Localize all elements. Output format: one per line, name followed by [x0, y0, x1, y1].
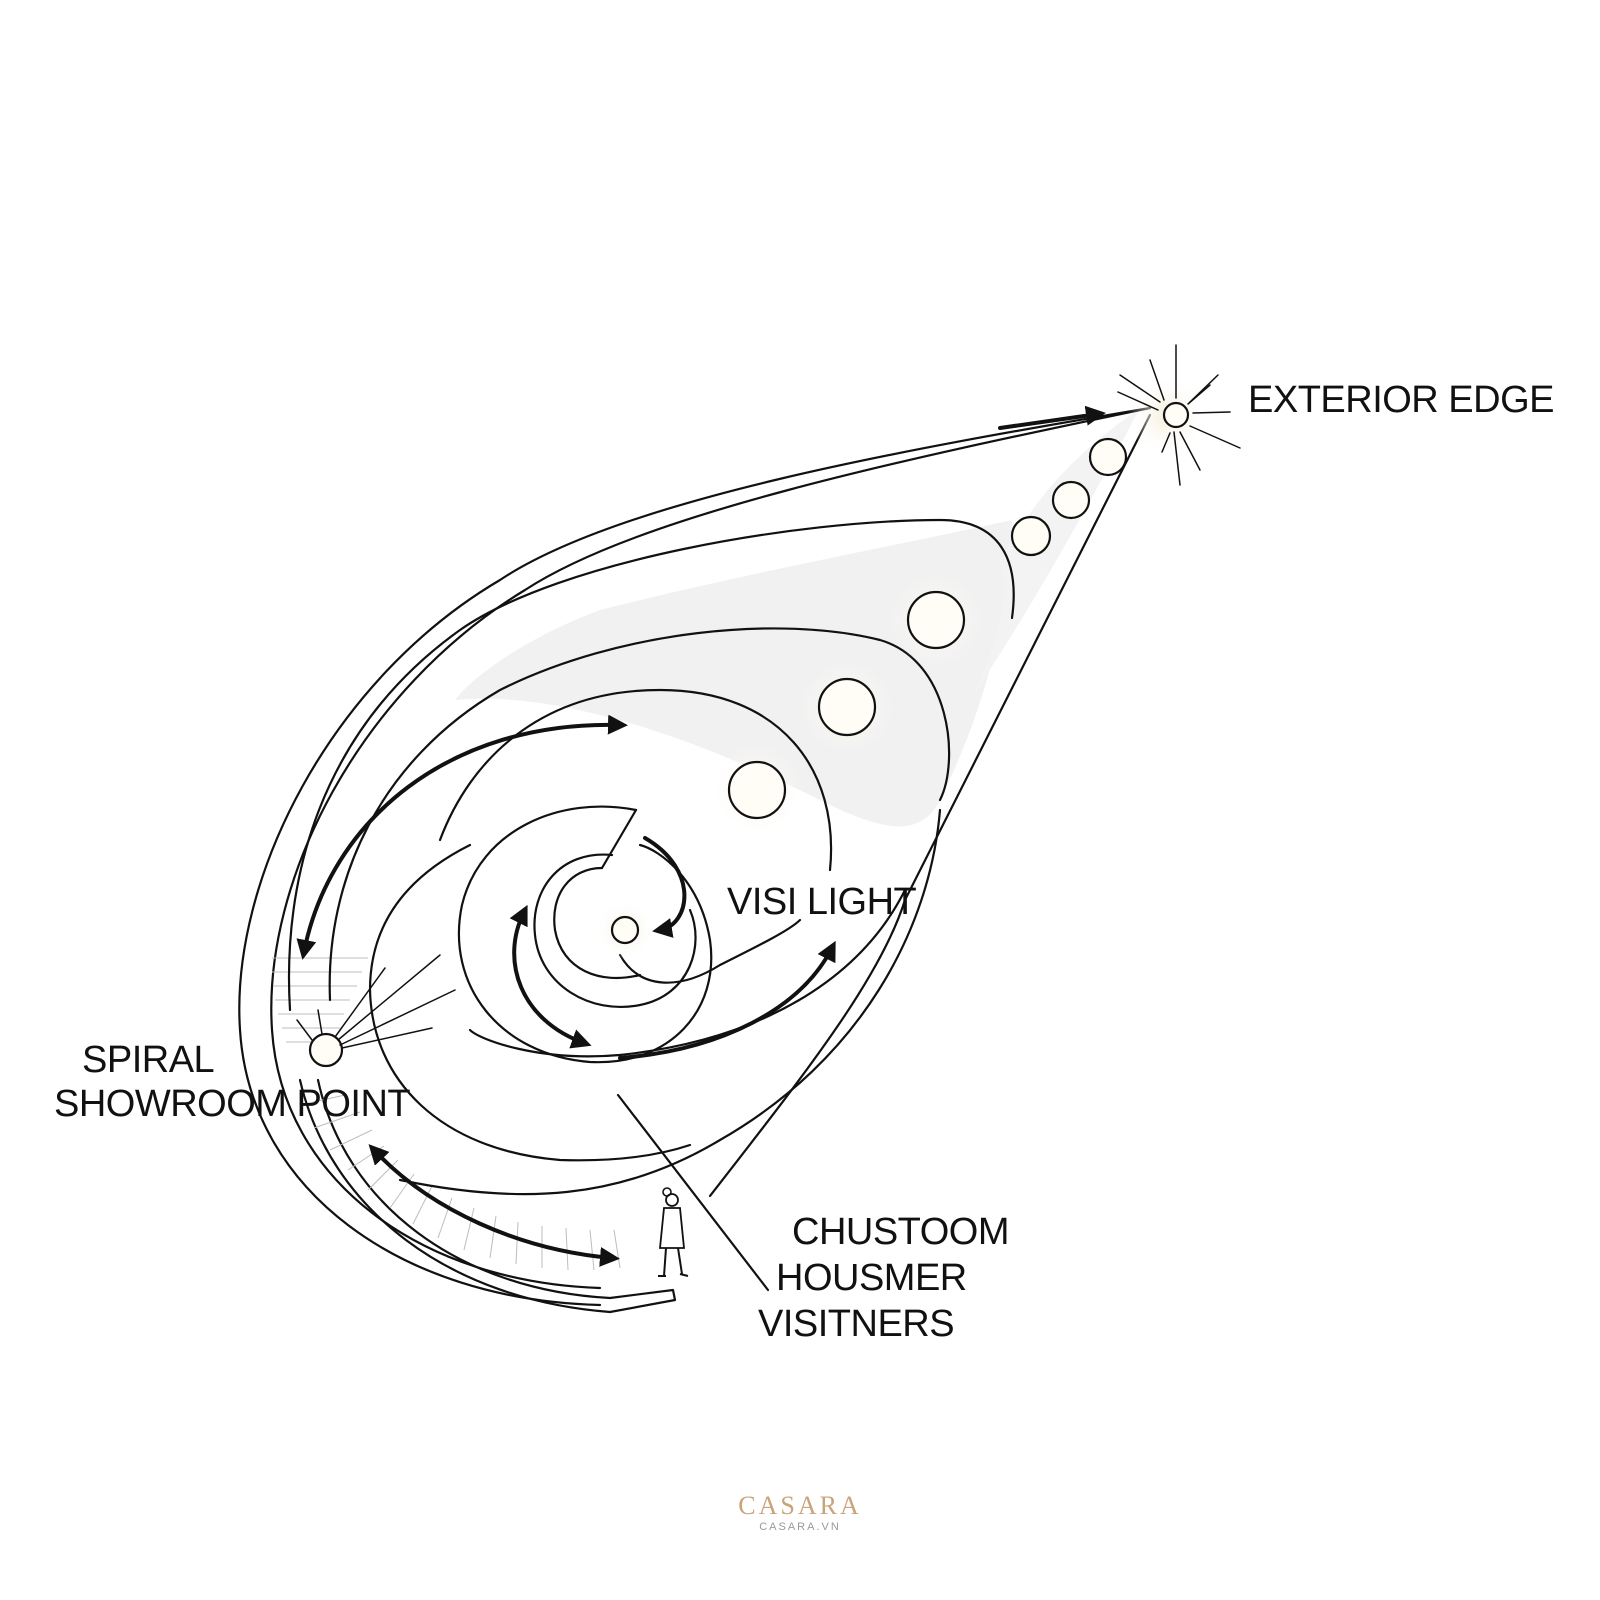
lamp-6: [727, 760, 787, 820]
label-exterior-edge: EXTERIOR EDGE: [1248, 379, 1554, 421]
spiral-connector: [618, 918, 802, 984]
label-visitors-line1: CHUSTOOM: [792, 1211, 1009, 1253]
label-spiral-line1: SPIRAL: [82, 1039, 214, 1081]
lower-sweep: [398, 808, 942, 1196]
center-light: [610, 915, 640, 945]
arrow-inner-small: [643, 836, 687, 938]
labels: EXTERIOR EDGE VISI LIGHT SPIRAL SHOWROOM…: [54, 379, 1555, 1345]
visitor-figure-icon: [658, 1187, 689, 1277]
arrow-ramp: [368, 1144, 620, 1267]
lamp-4: [906, 590, 966, 650]
arrow-exterior: [998, 405, 1106, 430]
arrow-upper-loop: [296, 714, 628, 960]
logo-url: CASARA.VN: [759, 1521, 841, 1533]
lamp-1: [1088, 437, 1128, 477]
label-visitors-line3: VISITNERS: [758, 1303, 954, 1345]
flow-arrows: [296, 405, 1106, 1267]
light-burst-icon: [1117, 344, 1241, 486]
logo-wordmark: CASARA: [738, 1491, 862, 1520]
exterior-beam-edge: [708, 413, 1152, 1198]
ramp-bottom-edge: [468, 888, 907, 1058]
casara-logo: CASARA CASARA.VN: [730, 1492, 870, 1534]
label-spiral-line2: SHOWROOM POINT: [54, 1083, 410, 1125]
lamp-2: [1051, 480, 1091, 520]
lamp-3: [1010, 515, 1052, 557]
label-visitors-line2: HOUSMER: [776, 1257, 967, 1299]
lamps: [595, 376, 1208, 960]
lamp-5: [817, 677, 877, 737]
spot-light-icon: [296, 954, 456, 1068]
arrow-visi-light: [618, 940, 836, 1060]
light-beam-shading: [455, 408, 1140, 827]
label-visi-light: VISI LIGHT: [727, 881, 917, 923]
arrow-inner-vertical: [509, 904, 592, 1049]
visitor-pointer: [616, 1093, 770, 1292]
spiral-outer: [457, 805, 713, 1064]
